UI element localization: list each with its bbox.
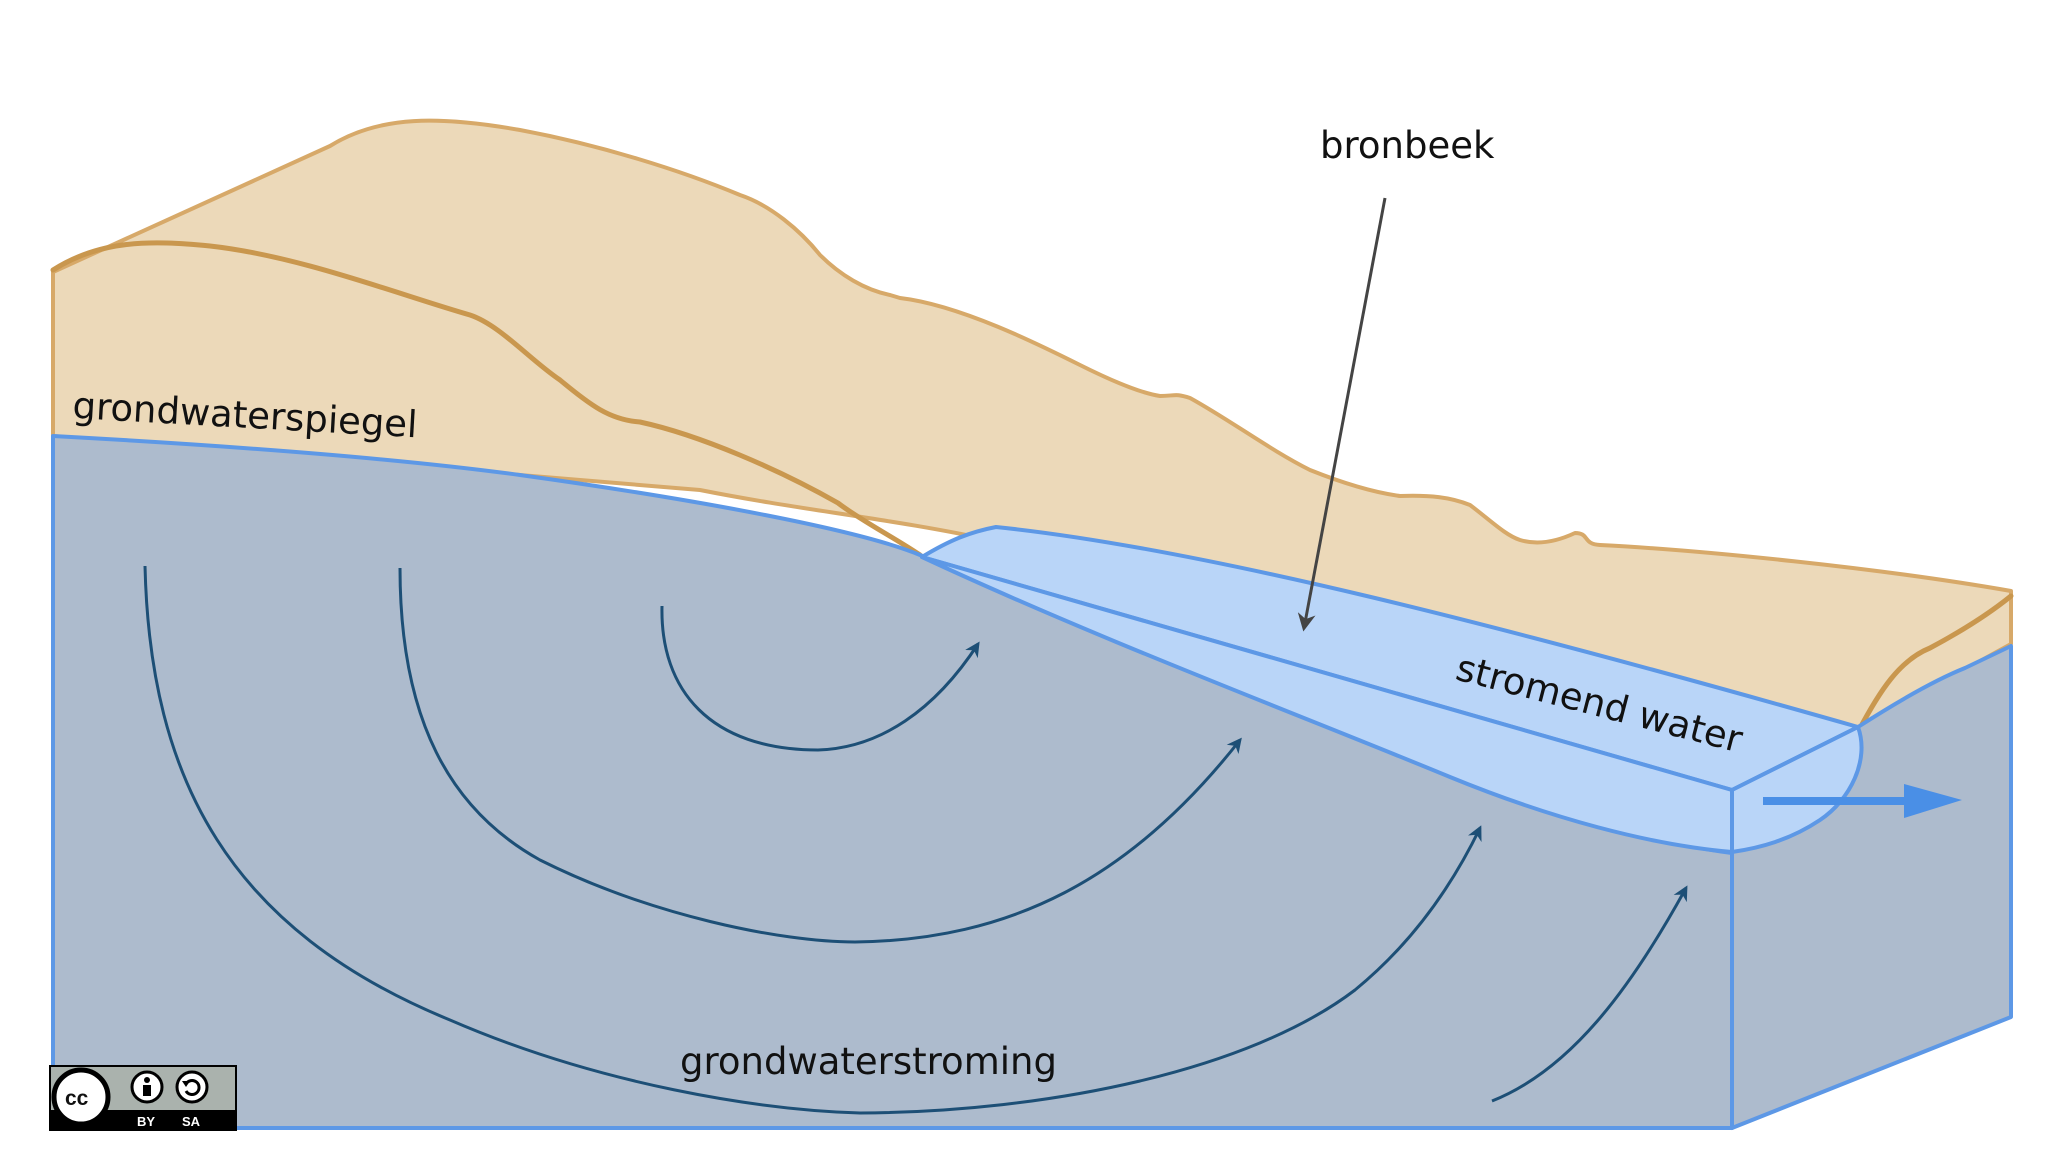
spring-brook-pointer <box>1297 197 1387 632</box>
label-spring-brook: bronbeek <box>1320 124 1495 167</box>
stream-cross-section <box>920 555 1734 854</box>
soil-horizon-line-right <box>1855 593 2014 735</box>
share-alike-icon <box>175 1070 209 1104</box>
flow-arrow-3 <box>660 605 980 752</box>
attribution-icon-head <box>144 1077 150 1083</box>
attribution-icon-body <box>143 1085 151 1096</box>
soil-horizon-line <box>50 240 923 558</box>
stream-surface <box>920 525 1860 792</box>
flow-arrow-4 <box>1491 885 1688 1103</box>
flow-arrow-2 <box>398 567 1242 944</box>
cc-license-badge: cc BY SA <box>49 1065 237 1131</box>
stream-side-section <box>1730 725 1864 854</box>
share-alike-icon-arrowhead <box>182 1081 190 1087</box>
cc-logo-icon <box>51 1067 111 1127</box>
label-groundwater-flow: grondwaterstroming <box>680 1040 1057 1083</box>
flow-arrow-1 <box>143 565 1482 1115</box>
cc-sa-text: SA <box>182 1114 201 1129</box>
cc-by-text: BY <box>137 1114 155 1129</box>
outflow-arrow <box>1763 784 1962 818</box>
cc-logo-text: cc <box>65 1087 89 1110</box>
